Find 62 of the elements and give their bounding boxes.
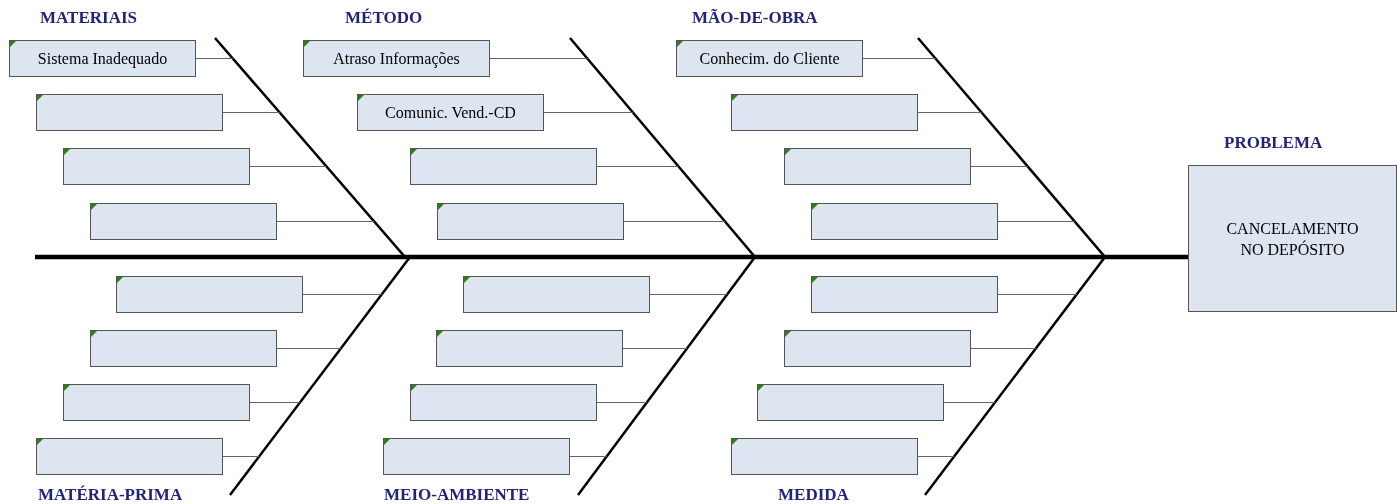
cause-box — [811, 276, 998, 313]
cause-box — [116, 276, 303, 313]
rib-line — [222, 111, 281, 114]
cause-box — [757, 384, 944, 421]
cause-box — [811, 203, 998, 240]
cause-box — [463, 276, 650, 313]
cause-box — [9, 40, 196, 77]
rib-line — [276, 347, 342, 350]
cause-box — [63, 148, 250, 185]
rib-line — [596, 401, 648, 404]
cause-box — [63, 384, 250, 421]
rib-line — [195, 57, 234, 60]
cause-box — [410, 384, 597, 421]
rib-line — [222, 455, 260, 458]
cause-box — [303, 40, 490, 77]
cause-box — [36, 438, 223, 475]
rib-line — [249, 165, 328, 168]
cause-box — [437, 203, 624, 240]
rib-line — [943, 401, 996, 404]
rib-line — [543, 111, 634, 114]
rib-line — [302, 293, 383, 296]
cause-text: Sistema Inadequado — [37, 49, 168, 68]
rib-line — [917, 111, 983, 114]
rib-line — [569, 455, 608, 458]
category-heading: MÃO-DE-OBRA — [692, 8, 818, 28]
rib-line — [276, 220, 375, 223]
cause-box — [784, 148, 971, 185]
cause-box — [731, 438, 918, 475]
cause-box — [731, 94, 918, 131]
rib-line — [917, 455, 955, 458]
cause-box — [784, 330, 971, 367]
category-heading: MÉTODO — [345, 8, 423, 28]
category-heading: MATÉRIA-PRIMA — [38, 485, 183, 504]
cause-box — [410, 148, 597, 185]
cause-box — [36, 94, 223, 131]
rib-line — [649, 293, 728, 296]
cause-text: Comunic. Vend.-CD — [385, 103, 516, 122]
rib-line — [489, 57, 588, 60]
rib-line — [970, 347, 1037, 350]
rib-line — [249, 401, 301, 404]
rib-line — [596, 165, 680, 168]
category-heading: MEDIDA — [778, 485, 849, 504]
problem-text: CANCELAMENTO NO DEPÓSITO — [1225, 218, 1360, 260]
rib-line — [622, 347, 688, 350]
category-heading: MEIO-AMBIENTE — [384, 485, 530, 504]
cause-box — [676, 40, 863, 77]
problem-heading: PROBLEMA — [1224, 133, 1323, 153]
cause-box — [383, 438, 570, 475]
rib-line — [623, 220, 726, 223]
rib-line — [997, 220, 1076, 223]
category-heading: MATERIAIS — [40, 8, 137, 28]
cause-box — [436, 330, 623, 367]
cause-text: Conhecim. do Cliente — [699, 49, 840, 68]
cause-box — [90, 330, 277, 367]
rib-line — [997, 293, 1078, 296]
problem-box — [1188, 165, 1397, 312]
cause-box — [90, 203, 277, 240]
rib-line — [862, 57, 937, 60]
cause-text: Atraso Informações — [333, 49, 460, 68]
rib-line — [970, 165, 1029, 168]
cause-box — [357, 94, 544, 131]
spine-line — [35, 254, 1188, 260]
